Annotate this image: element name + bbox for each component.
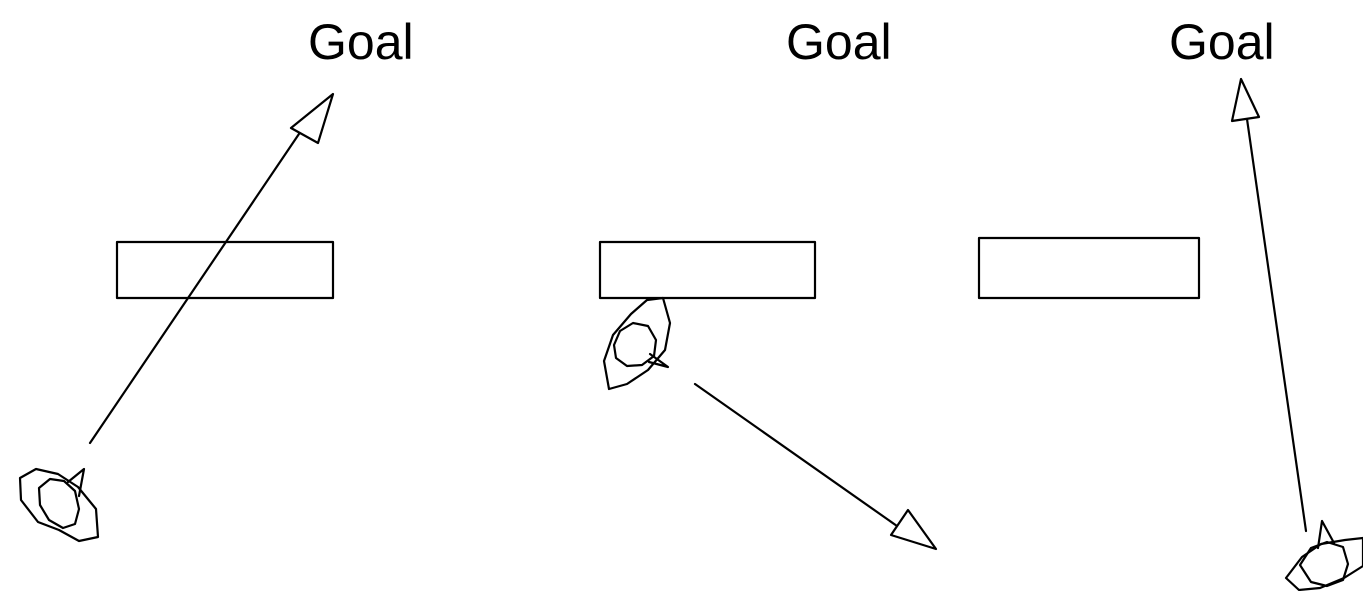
panel-3: Goal: [977, 14, 1363, 591]
arrow-head: [1230, 77, 1261, 123]
arrow-head: [889, 508, 938, 551]
obstacle-rect: [598, 240, 817, 300]
robot-heading-marker: [66, 467, 86, 498]
robot-sensor: [1298, 540, 1350, 588]
direction-arrow: [693, 382, 938, 551]
robot-body: [18, 467, 100, 543]
panel-2: Goal: [598, 14, 938, 551]
panel-1: Goal: [18, 14, 414, 543]
goal-label: Goal: [786, 14, 892, 70]
robot-icon: [602, 296, 672, 391]
direction-arrow: [88, 92, 335, 445]
direction-arrow: [1230, 77, 1308, 533]
obstacle-rect: [115, 240, 335, 300]
arrow-head: [289, 92, 335, 145]
obstacle-rect: [977, 236, 1201, 300]
robot-sensor: [612, 321, 658, 368]
goal-label: Goal: [308, 14, 414, 70]
robot-icon: [1284, 519, 1363, 591]
robot-heading-marker: [1316, 519, 1336, 550]
arrow-shaft: [1245, 117, 1308, 533]
robot-sensor: [37, 477, 81, 530]
robot-body: [1284, 536, 1363, 591]
arrow-shaft: [88, 126, 305, 445]
robot-icon: [18, 467, 100, 543]
robot-heading-marker: [647, 352, 670, 369]
arrow-shaft: [693, 382, 899, 528]
robot-body: [602, 296, 672, 391]
goal-label: Goal: [1169, 14, 1275, 70]
